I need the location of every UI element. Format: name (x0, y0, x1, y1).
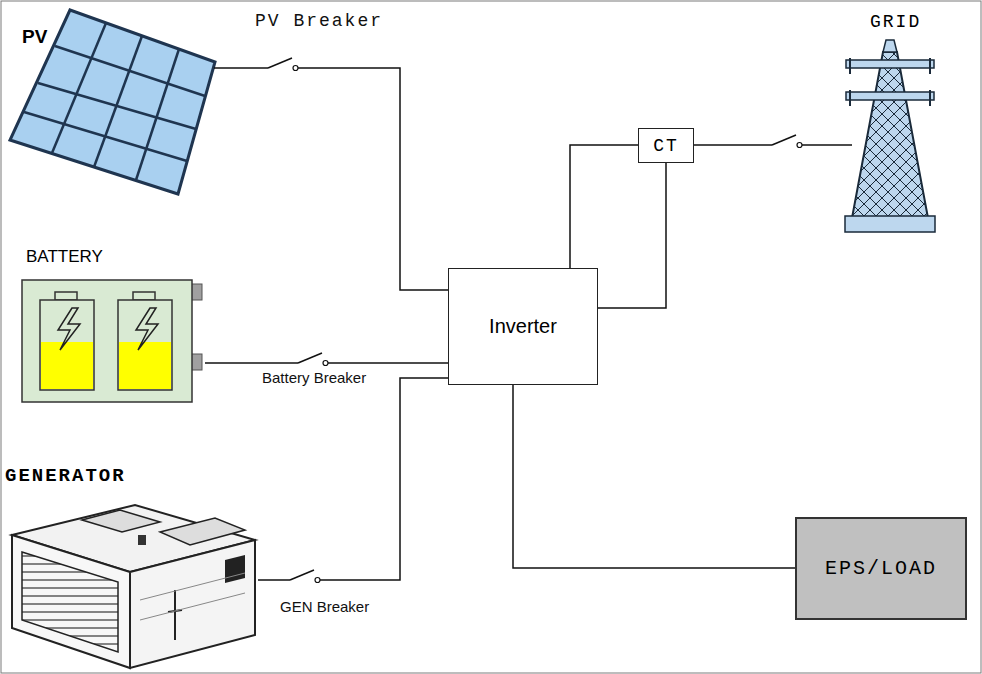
node-label: CT (653, 136, 679, 156)
wire (570, 145, 638, 268)
transmission-tower (845, 40, 935, 232)
ct-box: CT (638, 128, 694, 163)
node-label: GRID (870, 12, 921, 32)
battery-icon (22, 280, 202, 402)
wire (205, 353, 448, 366)
generator-node: GENERATOR (5, 465, 258, 670)
wire (694, 135, 852, 148)
wire (598, 163, 666, 308)
node-label: Inverter (489, 315, 557, 338)
node-label: EPS/LOAD (825, 557, 937, 580)
generator-icon (12, 505, 255, 668)
load-box: EPS/LOAD (795, 517, 967, 620)
node-label: BATTERY (26, 247, 103, 267)
breaker-label: Battery Breaker (262, 369, 366, 386)
pv-panel (10, 10, 215, 194)
breaker-label: PV Breaker (255, 11, 383, 31)
breaker-label: GEN Breaker (280, 598, 369, 615)
wire (258, 378, 448, 583)
grid-node: GRID (840, 10, 940, 234)
pv-node: PV (8, 8, 216, 196)
wire (513, 385, 795, 568)
battery-node: BATTERY (22, 245, 205, 403)
wire (214, 58, 448, 290)
node-label: PV (22, 26, 47, 48)
inverter-box: Inverter (448, 268, 598, 385)
node-label: GENERATOR (5, 465, 126, 487)
